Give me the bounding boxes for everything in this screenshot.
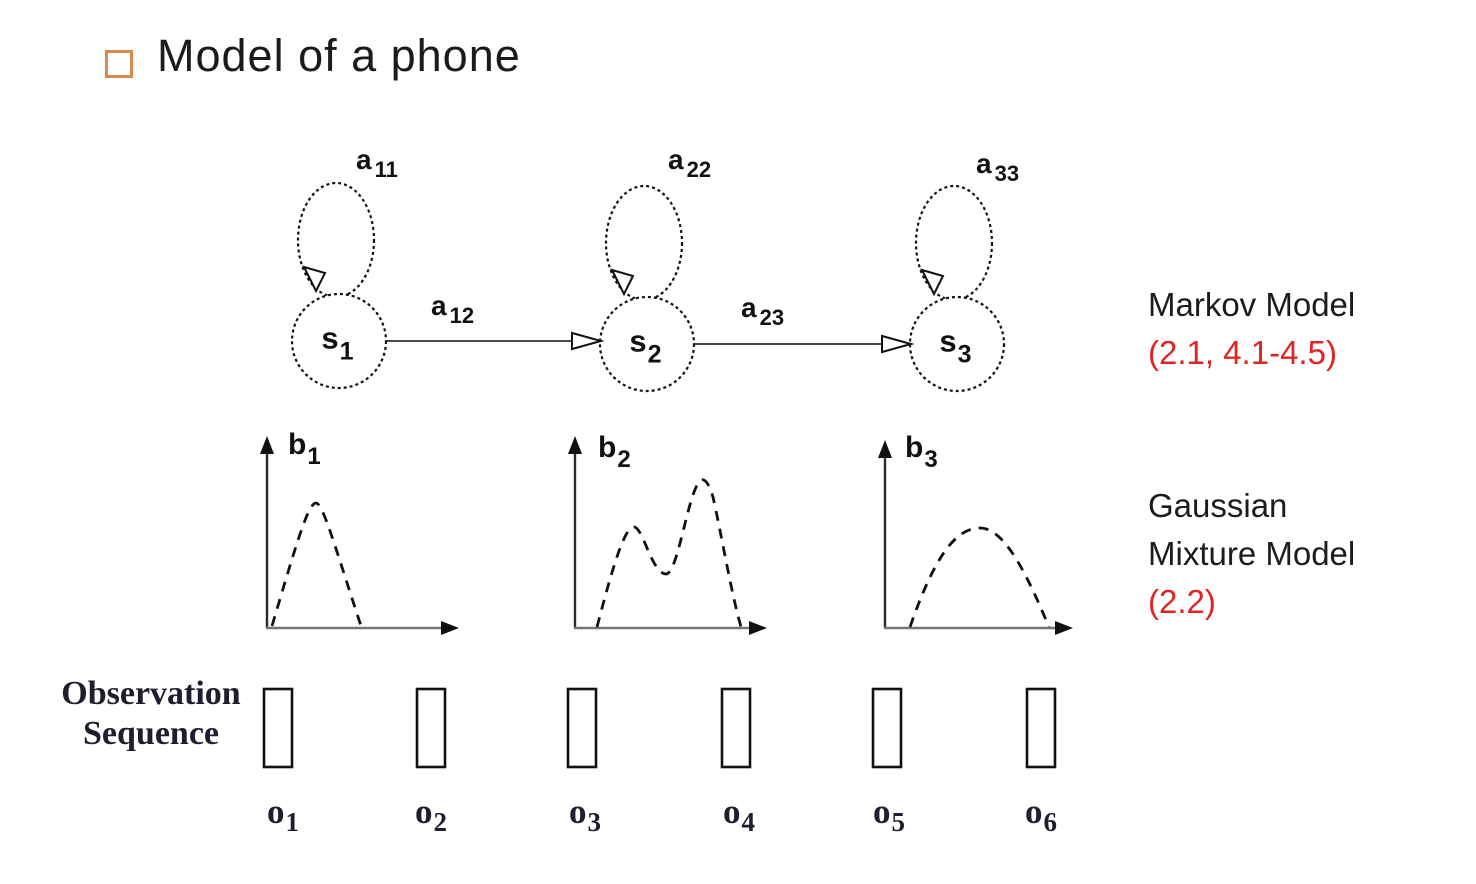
observation-sequence-line2: Sequence (83, 715, 219, 752)
b3-y-arrowhead (878, 440, 892, 458)
pdf-axes (260, 436, 1073, 635)
b3-gaussian-curve (908, 526, 1051, 628)
transition-arrowhead-s1-s2 (571, 331, 605, 351)
slide-title: Model of a phone (157, 30, 521, 81)
label-state-s2: s2 (629, 323, 662, 368)
self-loop-s1 (296, 181, 376, 299)
label-b1: b1 (288, 428, 321, 470)
gmm-label-line2: Mixture Model (1148, 535, 1356, 572)
label-o4: o4 (723, 792, 755, 838)
observation-frame-2 (415, 687, 447, 769)
b2-gaussian-curve (595, 478, 743, 628)
observation-sequence-line1: Observation (61, 675, 241, 712)
observation-frame-3 (566, 687, 598, 769)
self-loops (296, 181, 994, 302)
label-o5: o5 (873, 792, 905, 838)
label-o1: o1 (267, 792, 299, 838)
b1-y-arrowhead (260, 436, 274, 454)
self-loop-s3 (914, 184, 994, 302)
gmm-ref: (2.2) (1148, 583, 1216, 620)
label-b3: b3 (905, 431, 938, 473)
observation-frame-5 (871, 687, 903, 769)
b1-gaussian-curve (270, 501, 363, 627)
b2-y-arrowhead (568, 436, 582, 454)
label-o2: o2 (415, 792, 447, 838)
self-loop-arrowhead-s3 (920, 268, 945, 297)
bullet-square-icon (105, 50, 133, 78)
label-o6: o6 (1025, 792, 1057, 838)
markov-model-ref: (2.1, 4.1-4.5) (1148, 334, 1337, 371)
b1-x-arrowhead (441, 621, 459, 635)
pdf-curves (270, 478, 1051, 628)
state-circle-s3 (908, 295, 1006, 393)
self-loop-arrowhead-s2 (610, 268, 635, 297)
observation-frame-6 (1025, 687, 1057, 769)
observation-frames (262, 687, 1057, 769)
observation-sequence-label: Observation Sequence (36, 674, 266, 754)
markov-model-label: Markov Model (1148, 286, 1356, 323)
observation-frame-4 (720, 687, 752, 769)
b2-x-arrowhead (749, 621, 767, 635)
b3-x-arrowhead (1055, 621, 1073, 635)
observation-frame-1 (262, 687, 294, 769)
label-o3: o3 (569, 792, 601, 838)
self-loop-s2 (604, 184, 684, 302)
self-loop-arrowhead-s1 (302, 265, 327, 294)
transition-arrowhead-s2-s3 (881, 334, 915, 354)
label-state-s3: s3 (939, 323, 972, 368)
label-state-s1: s1 (321, 320, 354, 365)
label-b2: b2 (598, 431, 631, 473)
self-loop-arrowheads (302, 265, 945, 297)
gmm-label-line1: Gaussian (1148, 487, 1288, 524)
transition-arrows (386, 331, 915, 354)
